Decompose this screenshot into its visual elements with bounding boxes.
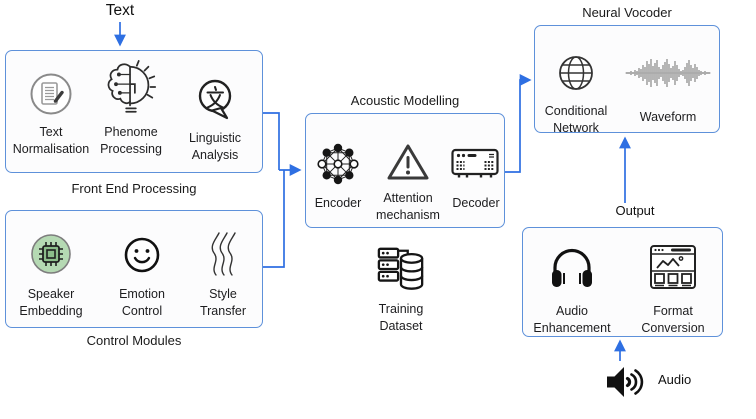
- item-label: Training: [378, 302, 424, 316]
- server-database-icon: [376, 243, 426, 295]
- acoustic-modelling-caption: Acoustic Modelling: [350, 93, 460, 108]
- format-conversion-item: Format Conversion: [626, 239, 720, 336]
- audio-enhancement-item: Audio Enhancement: [524, 241, 620, 336]
- headphones-icon: [548, 241, 596, 295]
- item-label: Dataset: [379, 318, 423, 333]
- item-label: Control: [121, 303, 163, 318]
- text-input-label: Text: [105, 2, 135, 19]
- text-normalisation-item: Text Normalisation: [9, 70, 93, 157]
- control-modules-connector: [263, 170, 285, 268]
- attention-mechanism-item: Attention mechanism: [371, 139, 445, 223]
- output-label: Output: [615, 203, 655, 218]
- acoustic-to-vocoder-arrow: [505, 74, 532, 173]
- style-transfer-item: Style Transfer: [183, 228, 263, 319]
- item-label: Phenome: [104, 125, 158, 139]
- emotion-control-item: Emotion Control: [97, 232, 187, 319]
- item-label: Style: [209, 287, 237, 301]
- item-label: Audio: [556, 304, 588, 318]
- waves-icon: [202, 228, 244, 278]
- item-label: Conditional: [544, 104, 608, 118]
- item-label: Network: [553, 120, 599, 135]
- encoder-item: Encoder: [307, 138, 369, 212]
- item-label: Transfer: [199, 303, 247, 318]
- neural-network-icon: [313, 138, 363, 190]
- waveform-icon: [624, 49, 712, 97]
- item-label: Decoder: [452, 196, 500, 210]
- speaker-embedding-item: Speaker Embedding: [9, 230, 93, 319]
- browser-image-icon: [649, 239, 697, 295]
- item-label: Processing: [100, 141, 162, 156]
- front-end-processing-caption: Front End Processing: [71, 181, 197, 196]
- neural-vocoder-caption: Neural Vocoder: [582, 5, 672, 20]
- item-label: mechanism: [376, 207, 440, 222]
- item-label: Encoder: [314, 196, 362, 210]
- item-label: Enhancement: [533, 320, 611, 335]
- item-label: Analysis: [191, 147, 239, 162]
- globe-icon: [557, 49, 595, 97]
- brain-bulb-icon: [102, 57, 160, 119]
- front-end-connector: [263, 112, 280, 170]
- document-edit-icon: [28, 70, 74, 118]
- item-label: Waveform: [639, 110, 697, 124]
- item-label: Speaker: [27, 287, 75, 301]
- waveform-item: Waveform: [618, 49, 718, 126]
- item-label: Emotion: [119, 287, 165, 301]
- linguistic-analysis-item: Linguistic Analysis: [171, 76, 259, 163]
- smiley-face-icon: [123, 232, 161, 278]
- item-label: Format: [653, 304, 693, 318]
- item-label: Attention: [383, 191, 433, 205]
- control-modules-caption: Control Modules: [86, 333, 182, 348]
- training-dataset-item: Training Dataset: [351, 243, 451, 334]
- phenome-processing-item: Phenome Processing: [89, 57, 173, 157]
- speaker-icon: [604, 362, 644, 402]
- audio-label: Audio: [658, 372, 692, 387]
- item-label: Conversion: [641, 320, 705, 335]
- item-label: Normalisation: [12, 141, 90, 156]
- item-label: Embedding: [19, 303, 83, 318]
- decoder-item: Decoder: [447, 139, 505, 212]
- warning-triangle-icon: [385, 139, 431, 185]
- item-label: Linguistic: [188, 131, 242, 145]
- translate-icon: [193, 76, 237, 122]
- chip-icon: [30, 230, 72, 278]
- item-label: Text: [39, 125, 63, 139]
- decoder-device-icon: [451, 139, 501, 189]
- conditional-network-item: Conditional Network: [536, 49, 616, 136]
